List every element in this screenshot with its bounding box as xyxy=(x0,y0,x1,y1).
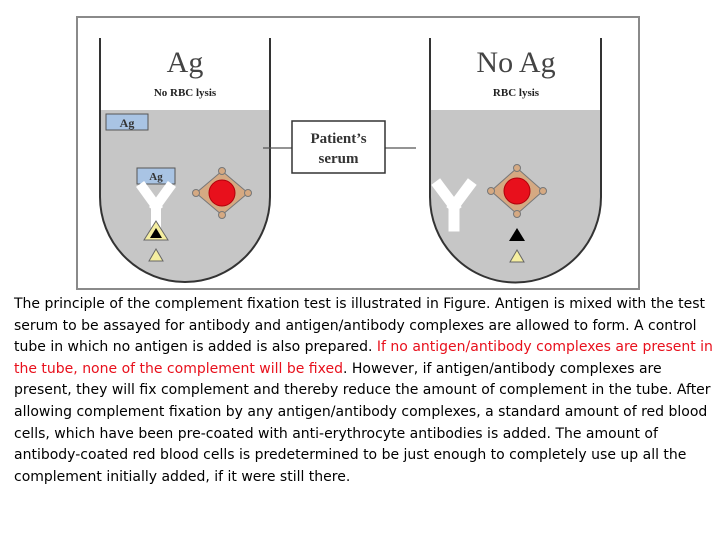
caption-highlight: If no antigen/antibody complexes are pre… xyxy=(14,339,713,377)
patient-serum-line2: serum xyxy=(319,151,359,167)
complement-rbc-left xyxy=(192,167,252,219)
right-tube: No Ag RBC lysis xyxy=(429,38,602,284)
complement-fragment-inner xyxy=(150,228,162,238)
caption-text-1: The principle of the complement fixation… xyxy=(14,296,706,356)
antigen-box-label: Ag xyxy=(120,116,135,130)
complement-fragment-black-right xyxy=(509,228,525,241)
right-tube-subtitle: RBC lysis xyxy=(493,87,540,99)
complement-fragment-free-left xyxy=(148,248,164,262)
left-tube-subtitle: No RBC lysis xyxy=(154,87,217,99)
right-tube-title: No Ag xyxy=(476,46,555,79)
complement-rbc-right xyxy=(487,164,547,218)
antigen-box xyxy=(105,113,149,131)
caption-text-2: . However, if antigen/antibody complexes… xyxy=(14,360,711,485)
patient-serum-line1: Patient’s xyxy=(310,131,366,147)
left-tube: Ag No RBC lysis Ag Ag xyxy=(99,38,271,283)
antibody-y-right xyxy=(431,178,477,232)
bound-antigen-box xyxy=(136,167,176,185)
left-tube-outline xyxy=(99,38,271,283)
complement-fixation-diagram: Ag No RBC lysis Ag Ag No Ag R xyxy=(76,16,640,290)
left-tube-liquid xyxy=(100,110,270,282)
left-tube-title: Ag xyxy=(167,46,204,79)
right-tube-outline xyxy=(429,38,602,284)
bound-antigen-label: Ag xyxy=(149,171,163,183)
complement-fragment-free-right xyxy=(509,249,525,263)
figure-caption: The principle of the complement fixation… xyxy=(14,294,714,488)
patient-serum-box xyxy=(291,120,386,174)
